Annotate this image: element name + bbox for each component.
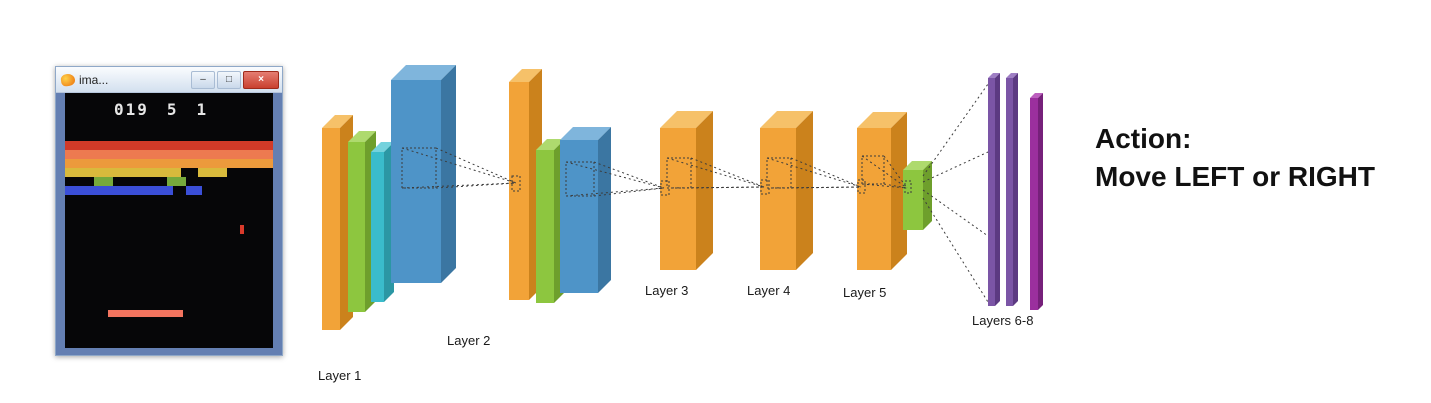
brick [166,177,186,186]
layer-5-label: Layer 5 [843,285,887,300]
layer2-slab-orange [509,69,542,300]
brick-row-yellow [65,168,273,177]
fc-slab-3 [1030,93,1043,310]
action-annotation: Action: Move LEFT or RIGHT [1095,120,1375,196]
slab-front-face [903,170,923,230]
action-line2: Move LEFT or RIGHT [1095,161,1375,192]
right-wall [273,93,282,355]
slab-side-face [923,161,932,230]
slab-front-face [660,128,696,270]
slab-front-face [1030,98,1038,310]
layer2-slab-blue [560,127,611,293]
layer5-slab-green [903,161,932,230]
slab-front-face [536,150,554,303]
paddle [108,310,183,317]
brick-field [65,141,273,195]
slab-side-face [1013,73,1018,306]
slab-front-face [560,140,598,293]
breakout-screen: 019 5 1 [56,93,282,355]
slab-front-face [371,152,384,302]
slab-front-face [1006,78,1013,306]
slab-front-face [509,82,529,300]
slab-side-face [995,73,1000,306]
layer1-slab-blue [391,65,456,283]
slab-front-face [391,80,441,283]
layer1-slab-orange [322,115,353,330]
layers-6-8-label: Layers 6-8 [972,313,1034,328]
breakout-window: ima... – □ × 019 5 1 [55,66,283,356]
app-icon [60,72,76,87]
brick-row-red [65,141,273,150]
player-value: 1 [196,99,209,119]
window-titlebar[interactable]: ima... – □ × [56,67,282,93]
score-value: 019 [114,99,149,119]
brick-gap [202,186,273,195]
slab-side-face [696,111,713,270]
brick-gap [173,186,185,195]
brick [198,168,228,177]
minimize-button[interactable]: – [191,70,215,89]
layer3-slab [660,111,713,270]
brick [65,168,182,177]
layer-1-label: Layer 1 [318,368,362,383]
slab-side-face [1038,93,1043,310]
slab-side-face [796,111,813,270]
brick-gap [65,177,94,186]
brick [94,177,113,186]
layer-4-label: Layer 4 [747,283,791,298]
slab-front-face [988,78,995,306]
layer4-slab [760,111,813,270]
brick-row-orange [65,159,273,168]
lives-value: 5 [166,99,179,119]
layer5-slab [857,112,907,270]
action-line1: Action: [1095,123,1192,154]
ball [240,225,244,234]
brick-gap [113,177,167,186]
fc-slab-1 [988,73,1000,306]
left-wall [56,93,65,355]
brick-gap [181,168,198,177]
layer1-slab-teal [371,142,394,302]
fc-fan-lines [922,83,989,303]
slab-front-face [348,142,365,312]
brick [185,186,203,195]
layer2-slab-green [536,139,565,303]
window-title: ima... [79,72,109,87]
brick-row-salmon [65,150,273,159]
brick-row-blue [65,186,273,195]
layer-2-label: Layer 2 [447,333,491,348]
brick-row-green [65,177,273,186]
slab-front-face [322,128,340,330]
fc-slab-2 [1006,73,1018,306]
slab-side-face [441,65,456,283]
close-button[interactable]: × [243,70,279,89]
slab-side-face [598,127,611,293]
layer1-slab-green [348,131,376,312]
brick-gap [186,177,273,186]
score-display: 019 5 1 [56,97,282,121]
layer-3-label: Layer 3 [645,283,689,298]
brick-gap [227,168,273,177]
slab-front-face [857,128,891,270]
maximize-button[interactable]: □ [217,70,241,89]
bottom-wall [56,348,282,355]
brick [65,186,174,195]
slab-front-face [760,128,796,270]
